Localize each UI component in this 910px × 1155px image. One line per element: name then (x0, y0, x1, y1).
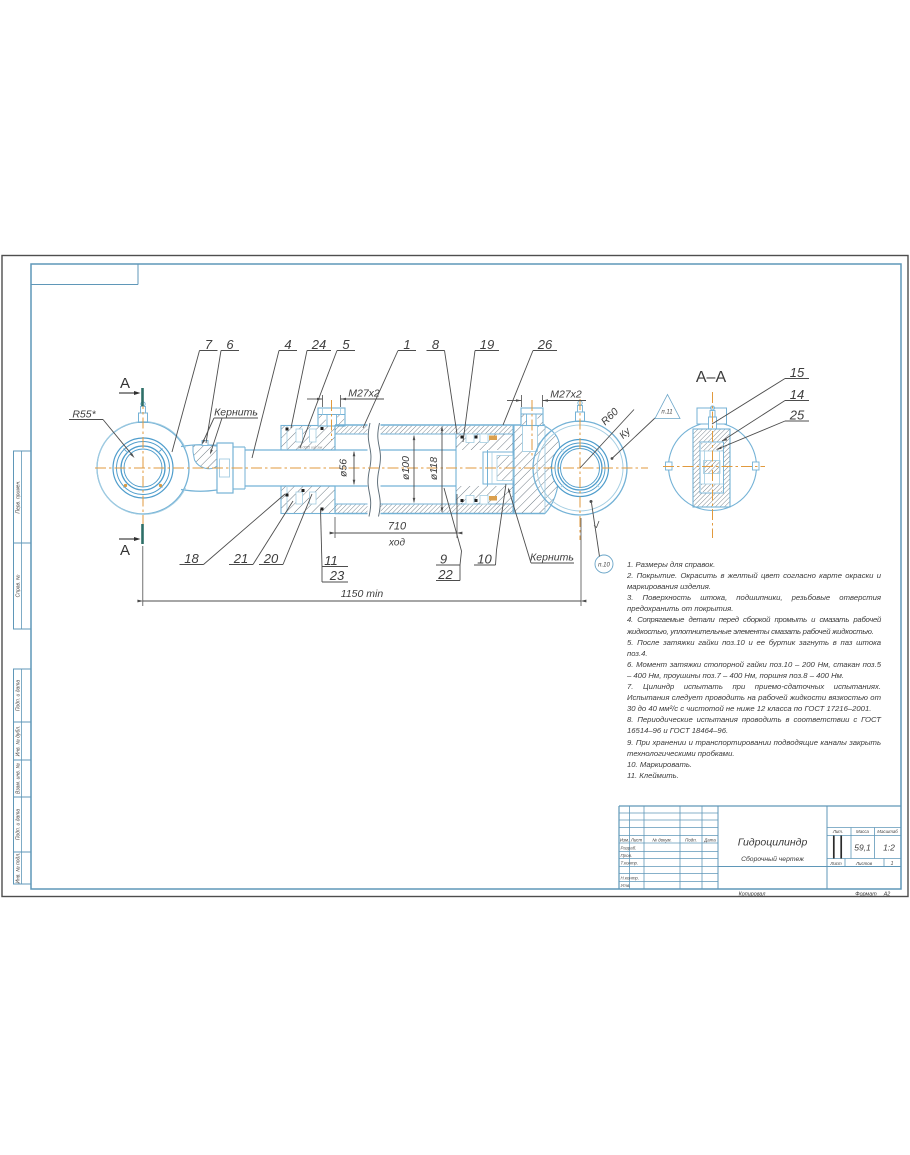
svg-text:Формат: Формат (855, 892, 877, 898)
svg-text:Дата: Дата (703, 838, 716, 843)
svg-text:Масса: Масса (856, 829, 870, 834)
svg-text:А: А (120, 542, 130, 559)
svg-text:25: 25 (789, 408, 805, 423)
svg-text:Разраб.: Разраб. (621, 846, 637, 851)
svg-text:7: 7 (205, 337, 213, 352)
svg-text:Справ. №: Справ. № (15, 574, 21, 597)
svg-text:М27х2: М27х2 (550, 389, 582, 401)
svg-text:18: 18 (184, 551, 199, 566)
svg-text:Изм.: Изм. (620, 838, 629, 843)
svg-text:Лист: Лист (630, 838, 643, 843)
svg-text:Подп. и дата: Подп. и дата (15, 680, 21, 712)
svg-text:710: 710 (388, 521, 407, 533)
svg-text:Лист: Лист (829, 861, 842, 866)
svg-text:Сборочный чертеж: Сборочный чертеж (741, 855, 804, 863)
svg-text:Гидроцилиндр: Гидроцилиндр (738, 837, 808, 849)
svg-text:Листов: Листов (855, 861, 873, 866)
svg-text:п.11: п.11 (661, 410, 672, 416)
svg-text:20: 20 (263, 551, 279, 566)
svg-text:24: 24 (311, 337, 326, 352)
svg-text:23: 23 (329, 568, 345, 583)
svg-text:5: 5 (342, 337, 350, 352)
svg-text:А–А: А–А (696, 369, 727, 386)
svg-text:А2: А2 (883, 892, 891, 898)
svg-text:59,1: 59,1 (854, 843, 871, 853)
svg-text:Масштаб: Масштаб (877, 829, 898, 834)
svg-text:Кернить: Кернить (214, 407, 258, 419)
svg-text:1150 min: 1150 min (341, 588, 384, 600)
svg-text:А: А (120, 375, 130, 392)
svg-text:Подп.: Подп. (685, 838, 697, 843)
svg-text:R55*: R55* (72, 409, 96, 421)
svg-text:15: 15 (790, 365, 805, 380)
svg-text:4: 4 (284, 337, 291, 352)
svg-text:ø100: ø100 (400, 456, 412, 480)
svg-text:36.0005 изд.зак: 36.0005 изд.зак (298, 446, 323, 450)
svg-text:19: 19 (480, 337, 494, 352)
svg-text:Пров.: Пров. (621, 853, 633, 858)
svg-text:Взам. инв. №: Взам. инв. № (15, 762, 21, 794)
svg-text:22: 22 (437, 567, 453, 582)
svg-text:М27х2: М27х2 (348, 388, 380, 400)
svg-text:Лит.: Лит. (832, 829, 843, 834)
svg-text:ø56: ø56 (338, 459, 350, 477)
svg-text:ø118: ø118 (428, 457, 440, 480)
svg-text:10: 10 (477, 552, 492, 567)
svg-text:Инв. № подл.: Инв. № подл. (15, 852, 21, 883)
svg-text:Н.контр.: Н.контр. (621, 876, 640, 881)
svg-text:Копировал: Копировал (739, 892, 766, 898)
svg-text:Кернить: Кернить (530, 552, 574, 564)
svg-text:11: 11 (324, 553, 338, 568)
svg-text:1: 1 (891, 861, 894, 867)
svg-text:ход: ход (388, 538, 405, 549)
svg-text:8: 8 (432, 337, 440, 352)
svg-text:Утв.: Утв. (621, 883, 631, 888)
svg-text:14: 14 (790, 387, 804, 402)
svg-text:№ докум.: № докум. (652, 838, 671, 843)
svg-text:Т.контр.: Т.контр. (621, 861, 639, 866)
svg-text:1:2: 1:2 (883, 843, 895, 853)
svg-text:Перв. примен.: Перв. примен. (15, 480, 21, 513)
svg-text:26: 26 (537, 337, 553, 352)
svg-text:21: 21 (233, 551, 248, 566)
svg-text:6: 6 (226, 337, 234, 352)
svg-text:9: 9 (440, 552, 447, 567)
svg-text:п.10: п.10 (598, 563, 610, 569)
svg-text:1: 1 (403, 337, 410, 352)
svg-text:Инв. № дубл.: Инв. № дубл. (15, 726, 21, 757)
svg-text:Подп. и дата: Подп. и дата (15, 809, 21, 841)
